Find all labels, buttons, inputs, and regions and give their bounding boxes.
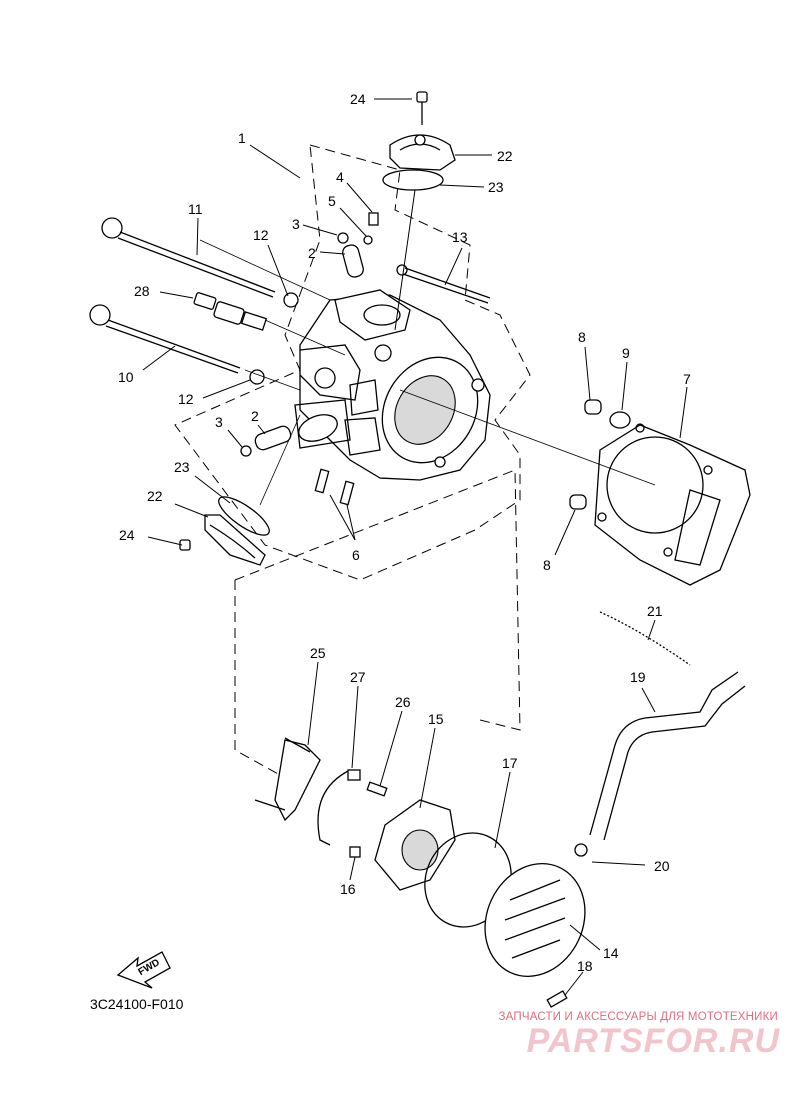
callout-24-side: 24 bbox=[119, 527, 135, 543]
callout-labels: 24 22 23 1 4 5 3 2 11 12 13 28 10 12 2 3… bbox=[118, 91, 691, 974]
dowel-8-top bbox=[584, 399, 602, 415]
bolt-18 bbox=[546, 990, 568, 1008]
callout-2-side: 2 bbox=[251, 408, 259, 424]
cylinder-gasket-7 bbox=[594, 423, 751, 586]
callout-12-top: 12 bbox=[253, 227, 269, 243]
callout-3-side: 3 bbox=[215, 414, 223, 430]
clip-20 bbox=[574, 843, 588, 857]
callout-22-top: 22 bbox=[497, 148, 513, 164]
callout-6: 6 bbox=[352, 547, 360, 563]
fwd-arrow-icon: FWD bbox=[116, 951, 171, 989]
dowel-8-bottom bbox=[569, 494, 587, 510]
valve-cover-top bbox=[389, 134, 456, 171]
timing-chain-guide-25 bbox=[254, 737, 321, 822]
callout-15: 15 bbox=[428, 711, 444, 727]
callout-21: 21 bbox=[647, 603, 663, 619]
washer-12-upper bbox=[283, 292, 299, 308]
callout-12-bottom: 12 bbox=[178, 391, 194, 407]
watermark-tagline: ЗАПЧАСТИ И АКСЕССУАРЫ ДЛЯ МОТОТЕХНИКИ bbox=[498, 1011, 778, 1023]
valve-cover-side bbox=[204, 514, 266, 566]
callout-26: 26 bbox=[395, 694, 411, 710]
bolt-13 bbox=[396, 264, 491, 304]
lower-bracket-outline bbox=[234, 580, 281, 776]
callout-4: 4 bbox=[336, 169, 344, 185]
cylinder-head bbox=[294, 289, 491, 481]
callout-20: 20 bbox=[654, 858, 670, 874]
callout-25: 25 bbox=[310, 645, 326, 661]
callout-23-top: 23 bbox=[488, 179, 504, 195]
tensioner-cap-15 bbox=[374, 799, 456, 891]
side-cover-14 bbox=[484, 863, 586, 977]
washer-12-lower bbox=[249, 369, 265, 385]
lower-assembly-outline bbox=[234, 469, 521, 731]
callout-13: 13 bbox=[452, 229, 468, 245]
chain-tie-21 bbox=[599, 611, 691, 666]
o-ring-3-side bbox=[240, 445, 252, 457]
bolt-4 bbox=[368, 212, 379, 226]
callout-2-top: 2 bbox=[308, 245, 316, 261]
plate-27 bbox=[317, 769, 361, 846]
breather-hose-19 bbox=[589, 671, 746, 841]
o-ring-9 bbox=[609, 411, 631, 429]
washer-5 bbox=[363, 235, 373, 245]
diagram-code: 3C24100-F010 bbox=[90, 996, 184, 1012]
bolt-24-top bbox=[416, 91, 428, 125]
callout-9: 9 bbox=[622, 345, 630, 361]
callout-1: 1 bbox=[238, 130, 246, 146]
callout-14: 14 bbox=[603, 945, 619, 961]
gasket-23-top bbox=[382, 169, 444, 191]
callout-8-bottom: 8 bbox=[543, 557, 551, 573]
stud-bolt-10 bbox=[89, 304, 241, 374]
callout-8-top: 8 bbox=[578, 329, 586, 345]
dowel-2-side bbox=[254, 425, 292, 451]
callout-28: 28 bbox=[134, 283, 150, 299]
dowel-2-top bbox=[342, 244, 364, 278]
callout-10: 10 bbox=[118, 369, 134, 385]
callout-18: 18 bbox=[577, 958, 593, 974]
callout-22-side: 22 bbox=[147, 488, 163, 504]
o-ring-3-top bbox=[337, 232, 349, 244]
callout-5: 5 bbox=[328, 193, 336, 209]
stud-bolt-11 bbox=[101, 217, 276, 298]
callout-24-top: 24 bbox=[350, 91, 366, 107]
callout-16: 16 bbox=[340, 881, 356, 897]
callout-27: 27 bbox=[350, 669, 366, 685]
watermark-logo: PARTSFOR.RU bbox=[526, 1022, 780, 1060]
callout-19: 19 bbox=[630, 669, 646, 685]
gasket-23-side bbox=[218, 496, 270, 536]
head-assembly-outline bbox=[174, 144, 531, 581]
callout-7: 7 bbox=[683, 371, 691, 387]
spark-plug-28 bbox=[193, 292, 268, 331]
callout-23-side: 23 bbox=[174, 459, 190, 475]
bolt-26 bbox=[366, 781, 388, 797]
callout-17: 17 bbox=[502, 755, 518, 771]
leader-lines bbox=[142, 98, 688, 996]
callout-3-top: 3 bbox=[292, 216, 300, 232]
bolt-16 bbox=[349, 846, 361, 858]
callout-11: 11 bbox=[188, 201, 203, 217]
dowel-pins-6 bbox=[314, 468, 355, 506]
